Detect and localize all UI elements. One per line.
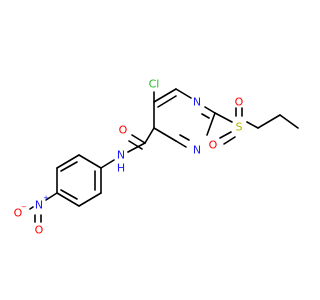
charge-n-nitro: +: [43, 194, 49, 202]
atom-o-nitro-right: O: [35, 224, 44, 237]
bond-camide-n: [127, 142, 146, 153]
atom-o-amide: O: [119, 124, 128, 137]
bond-c5-c6: [153, 88, 177, 103]
bond-c4-camide: [144, 127, 155, 144]
bond-layer: [29, 88, 299, 223]
bond-s-ch2: [246, 121, 259, 129]
atom-o-nitro-left: O: [14, 207, 23, 220]
bond-c2-n3: [206, 112, 216, 136]
bond-c4-c5: [153, 127, 177, 142]
atom-label-layer: Cl N N S O O O N H N + O − O: [14, 78, 244, 237]
bond-s-o-bottom-2: [223, 136, 236, 145]
bond-camide-o: [131, 134, 146, 144]
bond-n1-c2-inner: [201, 113, 210, 119]
atom-n-nitro: N: [35, 199, 43, 212]
bond-ph-5-inner: [60, 161, 78, 172]
atom-cl: Cl: [149, 78, 160, 91]
bond-n3-c4: [175, 140, 187, 148]
molecule-diagram: Cl N N S O O O N H N + O − O: [14, 78, 299, 237]
bond-n-c1: [100, 159, 115, 169]
bond-ph-3: [56, 192, 80, 207]
atom-h-amide: H: [117, 162, 125, 175]
bond-c-nnitro: [45, 192, 58, 201]
bond-c5-c6-inner: [157, 95, 177, 108]
atom-s: S: [236, 121, 243, 134]
bond-c6-n1: [175, 88, 192, 99]
atom-o-sulfonyl-top: O: [235, 96, 244, 109]
bond-ph-3-inner: [60, 189, 78, 200]
bond-s-o-bottom: [219, 131, 232, 139]
bond-ph-5: [56, 154, 80, 169]
atom-n-ring-bottom: N: [193, 144, 201, 157]
bond-c2-s: [214, 112, 233, 123]
atom-n-ring-top: N: [193, 96, 201, 109]
bond-nnitro-o-left: [29, 206, 34, 210]
bond-n1-c2: [204, 106, 216, 114]
bond-ph-6: [78, 154, 102, 169]
atom-o-sulfonyl-bottom: O: [209, 139, 218, 152]
bond-ch2-ch2: [257, 114, 281, 129]
structure-canvas: Cl N N S O O O N H N + O − O: [14, 78, 299, 237]
bond-n3-c4-inner: [179, 134, 190, 141]
bond-ch2-ch3: [279, 114, 299, 129]
charge-o-nitro-left: −: [21, 203, 27, 211]
bond-ph-2: [78, 192, 102, 207]
bond-camide-o-2: [128, 140, 143, 150]
atom-n-amide: N: [117, 149, 125, 162]
